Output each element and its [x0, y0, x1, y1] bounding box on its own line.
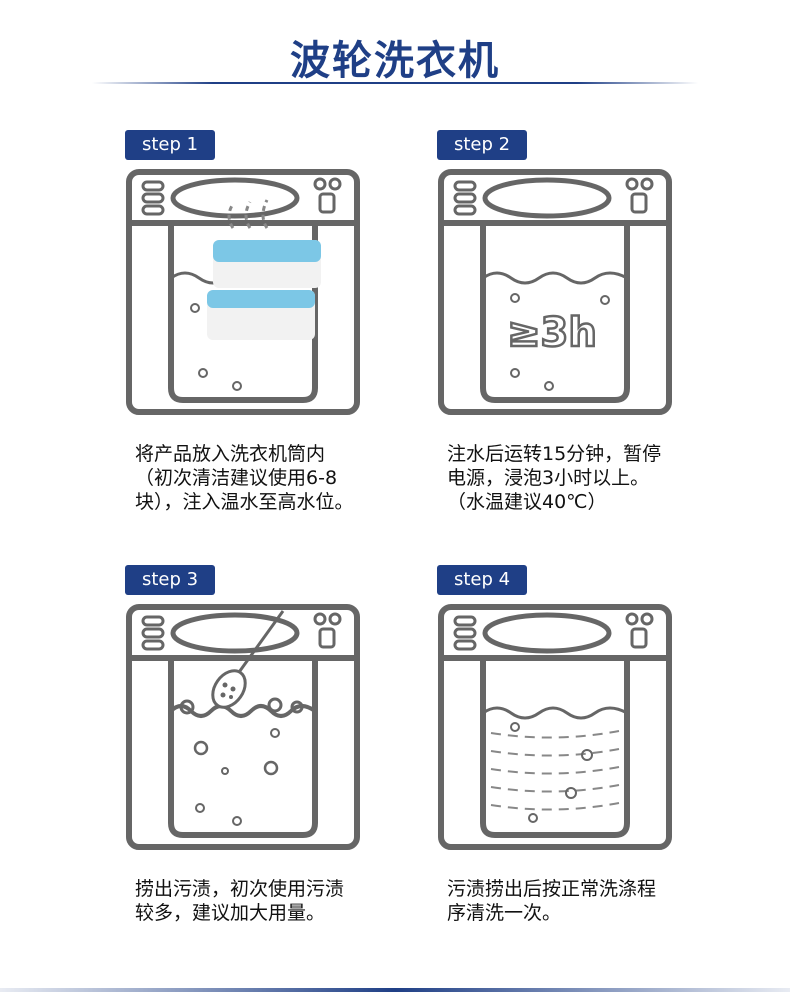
skimmer-spoon-icon: [211, 610, 285, 709]
step-1-description: 将产品放入洗衣机筒内（初次清洁建议使用6-8块），注入温水至高水位。: [135, 443, 354, 513]
step-4-description: 污渍捞出后按正常洗涤程序清洗一次。: [447, 878, 657, 924]
step-2-description: 注水后运转15分钟，暂停电源，浸泡3小时以上。（水温建议40℃）: [447, 443, 662, 513]
washing-machine-icon: [126, 169, 360, 415]
step-3-description: 捞出污渍，初次使用污渍较多，建议加大用量。: [135, 878, 345, 924]
washing-machine-icon: ≥3h: [438, 169, 672, 415]
step-1-badge: step 1: [125, 130, 215, 160]
washing-machine-icon: [438, 604, 672, 850]
step-3-badge: step 3: [125, 565, 215, 595]
page-title: 波轮洗衣机: [290, 38, 500, 84]
title-underline: [92, 82, 698, 84]
soak-duration-label: ≥3h: [507, 310, 597, 356]
step-2-badge: step 2: [437, 130, 527, 160]
washing-machine-icon: [126, 604, 360, 850]
bottom-divider: [0, 988, 790, 992]
step-4-badge: step 4: [437, 565, 527, 595]
